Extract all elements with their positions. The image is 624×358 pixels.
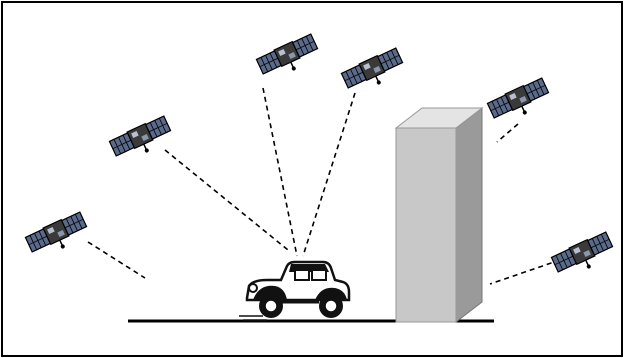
building-icon — [396, 108, 482, 322]
building-side — [456, 108, 482, 322]
building-front — [396, 128, 456, 322]
